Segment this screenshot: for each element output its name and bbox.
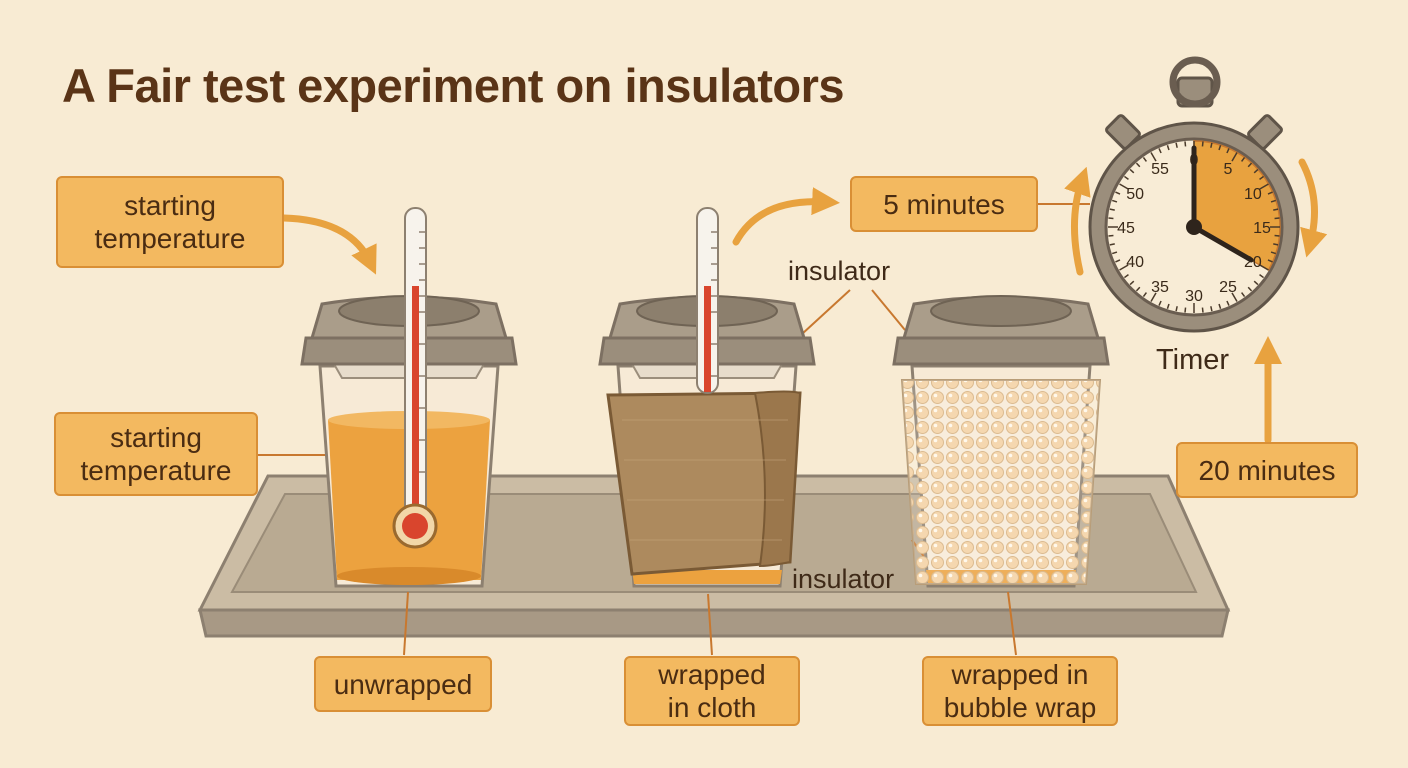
- dial-tick: [1150, 292, 1157, 302]
- dial-number: 40: [1126, 254, 1144, 271]
- dial-tick: [1184, 141, 1187, 147]
- label-20-minutes: 20 minutes: [1176, 442, 1358, 498]
- dial-tick: [1226, 300, 1230, 306]
- dial-tick: [1129, 168, 1135, 174]
- dial-tick: [1158, 300, 1162, 306]
- dial-number: 50: [1126, 186, 1144, 203]
- dial-tick: [1150, 152, 1157, 162]
- dial-tick: [1218, 144, 1222, 151]
- arrows: [280, 158, 1328, 444]
- dial-tick: [1259, 274, 1265, 279]
- dial-tick: [1115, 191, 1121, 195]
- dial-number: 35: [1151, 279, 1169, 296]
- cup-bubble-wrap: [892, 295, 1110, 588]
- label-unwrapped: unwrapped: [314, 656, 492, 712]
- dial-number: 10: [1244, 186, 1262, 203]
- stopwatch: 0510152025303540455055: [1088, 56, 1300, 333]
- dial-number: 30: [1185, 288, 1203, 305]
- dial-tick: [1201, 307, 1204, 313]
- dial-tick: [1109, 208, 1115, 211]
- dial-tick: [1123, 274, 1129, 279]
- dial-tick: [1175, 306, 1178, 312]
- thermometer-1: [392, 207, 438, 549]
- dial-tick: [1267, 191, 1273, 195]
- dial-tick: [1231, 292, 1238, 302]
- dial-tick: [1247, 286, 1253, 292]
- dial-tick: [1270, 251, 1277, 255]
- dial-tick: [1273, 243, 1279, 246]
- dial-number: 5: [1224, 161, 1233, 178]
- dial-tick: [1210, 306, 1213, 312]
- label-timer: Timer: [1156, 344, 1230, 376]
- thermometer-2: [696, 207, 719, 394]
- dial-tick: [1111, 199, 1118, 203]
- dial-number: 55: [1151, 161, 1169, 178]
- dial-tick: [1270, 199, 1277, 203]
- dial-tick: [1108, 234, 1114, 237]
- dial-tick: [1267, 259, 1273, 263]
- dial-tick: [1241, 292, 1246, 298]
- dial-tick: [1247, 162, 1253, 168]
- dial-tick: [1142, 156, 1147, 162]
- dial-tick: [1274, 234, 1280, 237]
- dial-tick: [1135, 286, 1141, 292]
- dial-tick: [1201, 141, 1204, 147]
- dial-tick: [1226, 148, 1230, 154]
- dial-tick: [1166, 144, 1170, 151]
- dial-tick: [1109, 243, 1115, 246]
- cup-cloth: [598, 295, 816, 588]
- dial-tick: [1123, 175, 1129, 180]
- dial-tick: [1253, 280, 1259, 286]
- dial-tick: [1166, 303, 1170, 310]
- dial-number: 25: [1219, 279, 1237, 296]
- dial-tick: [1119, 264, 1129, 271]
- dial-tick: [1253, 168, 1259, 174]
- dial-number: 45: [1117, 220, 1135, 237]
- dial-tick: [1142, 292, 1147, 298]
- label-5-minutes: 5 minutes: [850, 176, 1038, 232]
- dial-tick: [1175, 142, 1178, 148]
- label-insulator-bottom: insulator: [792, 564, 895, 594]
- page-title: A Fair test experiment on insulators: [62, 59, 845, 112]
- dial-number: 15: [1253, 220, 1271, 237]
- dial-tick: [1241, 156, 1246, 162]
- label-insulator-top: insulator: [788, 256, 891, 286]
- dial-tick: [1135, 162, 1141, 168]
- dial-tick: [1274, 217, 1280, 220]
- dial-tick: [1273, 208, 1279, 211]
- dial-tick: [1259, 175, 1265, 180]
- dial-tick: [1218, 303, 1222, 310]
- dial-tick: [1259, 264, 1269, 271]
- dial-tick: [1129, 280, 1135, 286]
- dial-tick: [1210, 142, 1213, 148]
- dial-tick: [1158, 148, 1162, 154]
- dial-tick: [1111, 251, 1118, 255]
- dial-tick: [1184, 307, 1187, 313]
- dial-tick: [1259, 183, 1269, 190]
- dial-tick: [1119, 183, 1129, 190]
- dial-tick: [1108, 217, 1114, 220]
- dial-tick: [1115, 259, 1121, 263]
- dial-tick: [1231, 152, 1238, 162]
